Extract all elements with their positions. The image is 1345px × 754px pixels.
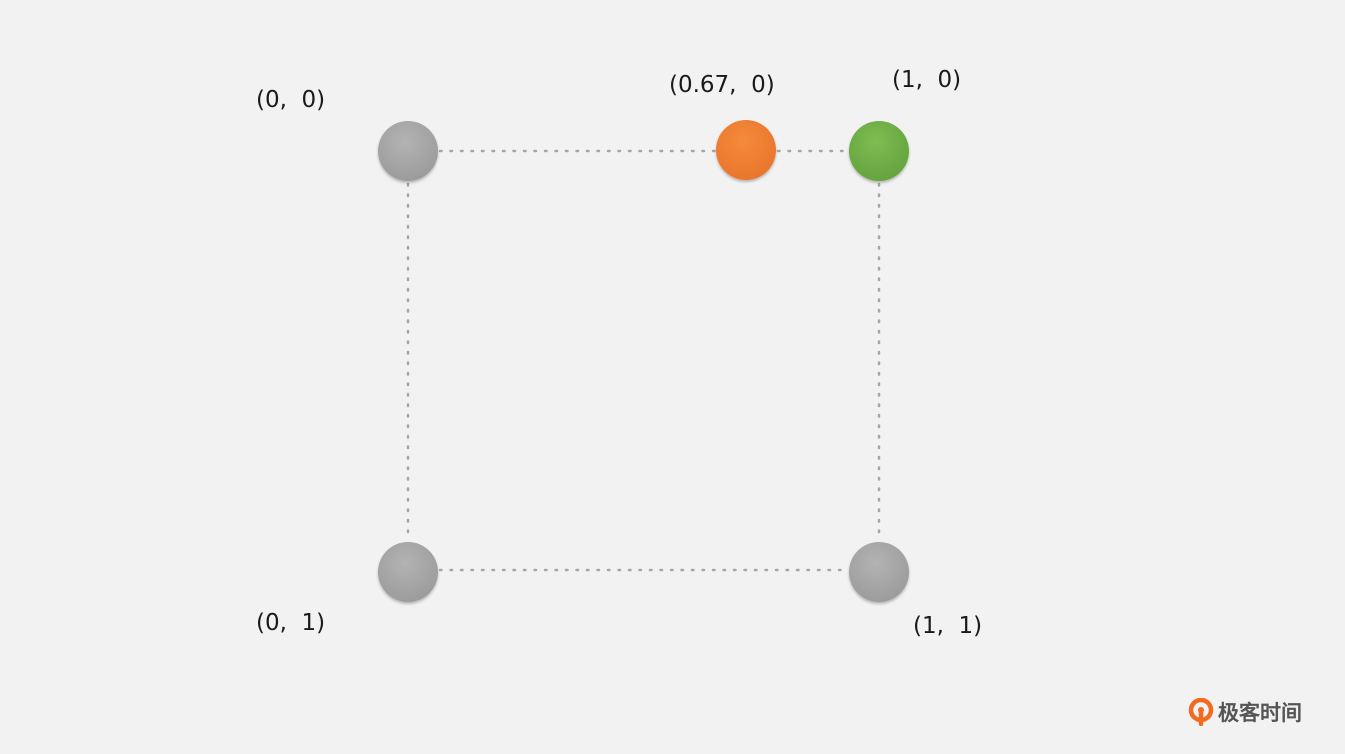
label-top-middle: (0.67, 0): [669, 72, 775, 98]
point-top-right: [849, 121, 909, 181]
label-bottom-right: (1, 1): [913, 613, 983, 639]
label-bottom-left: (0, 1): [256, 610, 326, 636]
label-top-right: (1, 0): [892, 67, 962, 93]
point-top-left: [378, 121, 438, 181]
point-top-middle: [716, 120, 776, 180]
point-bottom-left: [378, 542, 438, 602]
logo-text: 极客时间: [1218, 701, 1302, 725]
logo-mark-icon: [1188, 698, 1214, 726]
label-top-left: (0, 0): [256, 87, 326, 113]
brand-logo: 极客时间: [1188, 697, 1302, 727]
point-bottom-right: [849, 542, 909, 602]
